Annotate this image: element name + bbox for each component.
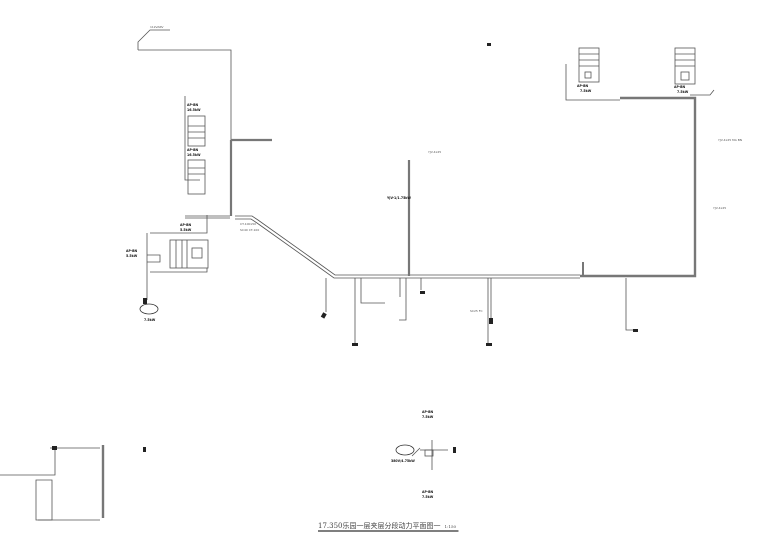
equipment-block xyxy=(487,43,491,46)
top-left-feeder xyxy=(137,29,232,140)
label-bottom-panel-2-rating: 7.5kW xyxy=(422,495,434,499)
label-bottom-panel-2: AP-BN xyxy=(422,490,433,494)
label-left-motor: 7.5kW xyxy=(144,318,156,322)
text-layer: 11kVARV AP-BN 16.5kW AP-BN 16.5kW AP-BN … xyxy=(126,25,742,499)
equipment-block xyxy=(143,447,146,452)
left-branch-tray xyxy=(185,215,230,219)
label-ctrl-rating: 5.5kW xyxy=(180,228,192,232)
equipment-block xyxy=(489,318,493,324)
cable-trunks xyxy=(101,96,697,518)
drawing-scale: 1:150 xyxy=(445,524,457,529)
label-right-panel-2-rating: 7.5kW xyxy=(677,90,689,94)
right-panel-1-inset xyxy=(584,71,592,79)
wiring-layer xyxy=(0,29,715,521)
panel-upper xyxy=(187,115,206,147)
label-right-panel-2: AP-BN xyxy=(674,85,685,89)
control-cabinet-inset xyxy=(191,247,203,259)
label-right-mid: YJV-4x25 xyxy=(713,206,726,210)
motor-left xyxy=(139,303,159,315)
label-left-panel-upper-rating: 16.5kW xyxy=(187,108,201,112)
drops xyxy=(325,278,634,345)
label-right-panel-1: AP-BN xyxy=(577,84,588,88)
drawing-title: 17.350乐园一层夹层分段动力平面图一 xyxy=(318,521,441,530)
equipment-block xyxy=(52,446,57,450)
label-small-panel: AP-BN xyxy=(126,249,137,253)
small-panel-loop xyxy=(147,254,161,263)
label-tray-b: SC40 CT-100 xyxy=(240,228,259,232)
control-cabinet xyxy=(169,239,209,269)
equipment-block xyxy=(420,291,425,294)
left-panel-loop xyxy=(184,96,200,181)
bottom-center-box xyxy=(424,449,434,457)
panel-dividers xyxy=(188,125,205,175)
bottom-left-panel xyxy=(35,479,53,521)
label-small-rating: 5.5kW xyxy=(126,254,138,258)
panel-lower xyxy=(187,159,206,195)
right-panel-2-inset xyxy=(680,71,690,81)
label-bottom-motor: 380V/4.75kW xyxy=(391,459,415,463)
drawing-title-block: 17.350乐园一层夹层分段动力平面图一 1:150 xyxy=(318,521,459,532)
label-left-panel-lower: AP-BN xyxy=(187,148,198,152)
label-right-riser: YJV-4x25 MA BN xyxy=(718,138,742,142)
equipment-block xyxy=(352,343,358,346)
trunk-right xyxy=(580,96,697,278)
label-right-panel-1-rating: 7.5kW xyxy=(580,89,592,93)
label-drop-note: SC25 FC xyxy=(470,309,483,313)
label-riser-note: YJV-4x25 xyxy=(428,150,441,154)
main-tray xyxy=(235,215,580,279)
label-bottom-panel-1: AP-BN xyxy=(422,410,433,414)
right-panels xyxy=(578,47,696,85)
label-ctrl-panel: AP-BN xyxy=(180,223,191,227)
bottom-center-wiring xyxy=(411,440,448,470)
motor-symbols xyxy=(139,303,415,456)
label-top-left: 11kVARV xyxy=(150,25,164,29)
right-panel-dividers xyxy=(579,53,695,67)
label-left-panel-lower-rating: 16.5kW xyxy=(187,153,201,157)
trunk-left-riser xyxy=(229,138,272,216)
equipment-block xyxy=(486,343,492,346)
equipment-block xyxy=(453,447,456,453)
equipment-blocks xyxy=(52,43,638,453)
right-panel-1 xyxy=(578,47,600,83)
bottom-left-wiring xyxy=(0,447,100,521)
label-tray-a: CT-100x50 xyxy=(240,222,256,226)
equipment-block xyxy=(320,312,327,319)
label-bottom-panel-1-rating: 7.5kW xyxy=(422,415,434,419)
label-riser-tag: YJV-1/1.75kW xyxy=(386,196,411,200)
equipment-block xyxy=(633,329,638,332)
right-thin-loop xyxy=(565,64,715,101)
equipment-block xyxy=(143,298,147,304)
label-left-panel-upper: AP-BN xyxy=(187,103,198,107)
control-cabinet-wiring xyxy=(150,215,208,273)
motor-bottom xyxy=(395,444,415,456)
